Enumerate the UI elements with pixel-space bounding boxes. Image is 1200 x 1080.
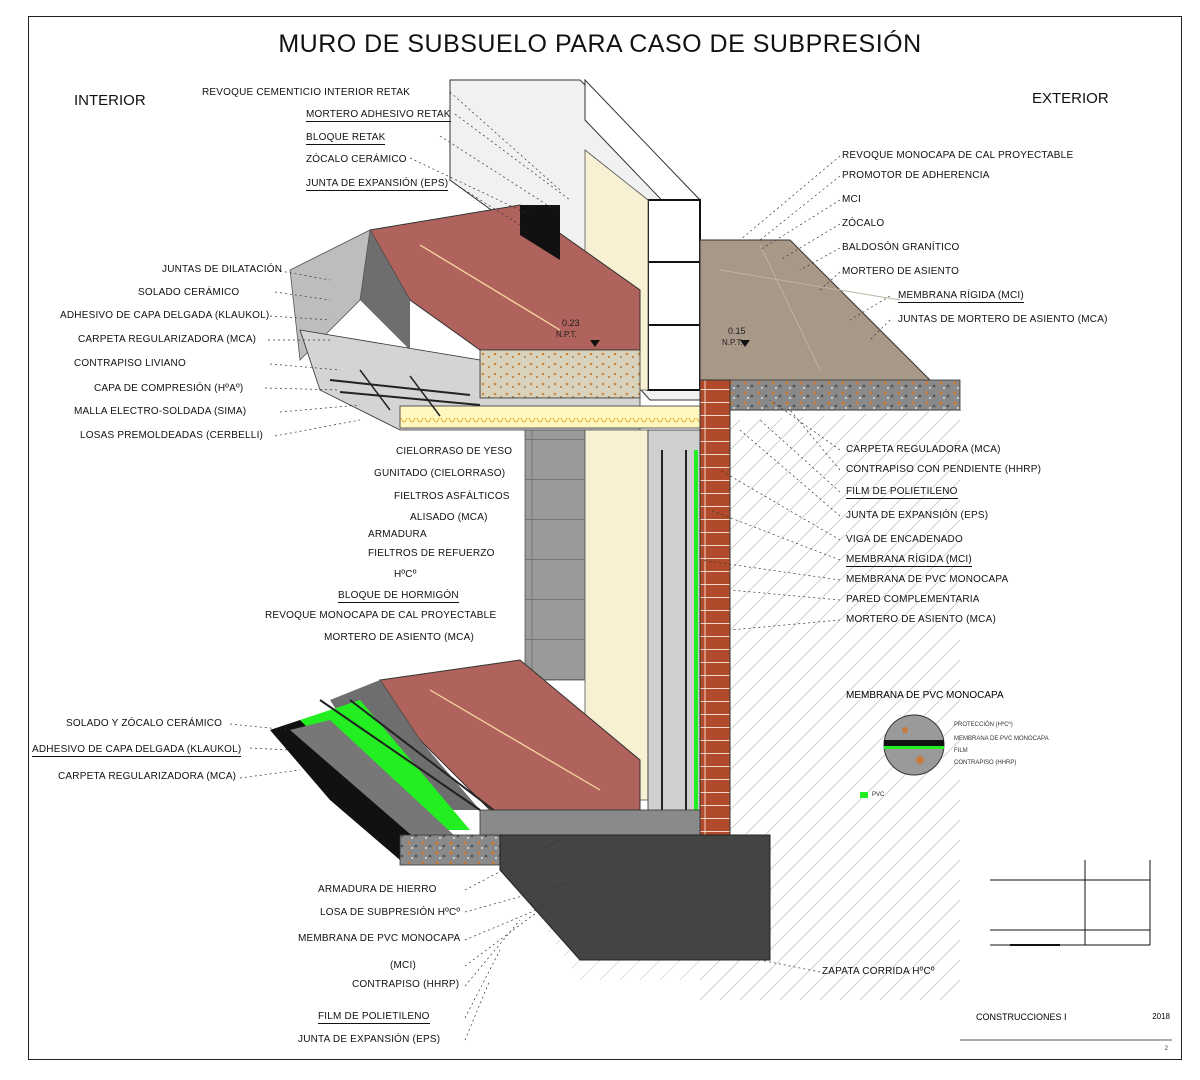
label-baldoson-granitico: BALDOSÓN GRANÍTICO — [842, 242, 960, 253]
legend-item-membrana: MEMBRANA DE PVC MONOCAPA — [954, 736, 1049, 742]
label-junta-expansion-bottom: JUNTA DE EXPANSIÓN (EPS) — [298, 1034, 441, 1045]
label-malla-electrosoldada: MALLA ELECTRO-SOLDADA (SIMA) — [74, 406, 247, 417]
label-carpeta-reguladora-ext: CARPETA REGULADORA (MCA) — [846, 444, 1001, 455]
label-revoque-monocapa-int: REVOQUE MONOCAPA DE CAL PROYECTABLE — [265, 610, 497, 621]
label-junta-expansion-top: JUNTA DE EXPANSIÓN (EPS) — [306, 178, 449, 191]
label-mci-top: MCI — [842, 194, 861, 205]
title-block-year: 2018 — [1152, 1012, 1170, 1021]
label-membrana-pvc-ext: MEMBRANA DE PVC MONOCAPA — [846, 574, 1009, 585]
label-contrapiso-liviano: CONTRAPISO LIVIANO — [74, 358, 186, 369]
label-bloque-retak: BLOQUE RETAK — [306, 132, 386, 145]
label-armadura-hierro: ARMADURA DE HIERRO — [318, 884, 437, 895]
label-zocalo-ext: ZÓCALO — [842, 218, 885, 229]
label-losas-premoldeadas: LOSAS PREMOLDEADAS (CERBELLI) — [80, 430, 264, 441]
label-carpeta-regularizadora: CARPETA REGULARIZADORA (MCA) — [78, 334, 257, 345]
label-film-polietileno-bottom: FILM DE POLIETILENO — [318, 1011, 430, 1024]
label-mortero-asiento-ext2: MORTERO DE ASIENTO (MCA) — [846, 614, 997, 625]
label-capa-compresion: CAPA DE COMPRESIÓN (HºAº) — [94, 383, 244, 394]
legend-item-proteccion: PROTECCIÓN (HºCº) — [954, 722, 1013, 728]
level-interior: 0.23 — [562, 318, 580, 328]
label-adhesivo-bottom: ADHESIVO DE CAPA DELGADA (KLAUKOL) — [32, 744, 242, 757]
drawing-title: MURO DE SUBSUELO PARA CASO DE SUBPRESIÓN — [278, 30, 922, 58]
level-exterior-sub: N.P.T. — [722, 338, 743, 347]
interior-label: INTERIOR — [74, 92, 146, 109]
label-alisado: ALISADO (MCA) — [410, 512, 488, 523]
label-pared-complementaria: PARED COMPLEMENTARIA — [846, 594, 980, 605]
exterior-label: EXTERIOR — [1032, 90, 1109, 107]
legend-item-contrapiso: CONTRAPISO (HHRP) — [954, 760, 1017, 766]
label-film-polietileno-ext: FILM DE POLIETILENO — [846, 486, 958, 499]
label-adhesivo-capa-delgada: ADHESIVO DE CAPA DELGADA (KLAUKOL) — [60, 310, 270, 321]
legend-title: MEMBRANA DE PVC MONOCAPA — [846, 690, 1004, 701]
title-block-course: CONSTRUCCIONES I — [976, 1012, 1067, 1022]
label-promotor-adherencia: PROMOTOR DE ADHERENCIA — [842, 170, 990, 181]
title-block: CONSTRUCCIONES I 2018 2 — [968, 1010, 1176, 1056]
label-mci-bottom: (MCI) — [390, 960, 416, 971]
label-solado-ceramico: SOLADO CERÁMICO — [138, 287, 240, 298]
label-solado-zocalo: SOLADO Y ZÓCALO CERÁMICO — [66, 718, 223, 729]
label-zapata-corrida: ZAPATA CORRIDA HºCº — [822, 966, 935, 977]
legend-pvc-color-label: PVC — [872, 792, 885, 798]
label-revoque-interior: REVOQUE CEMENTICIO INTERIOR RETAK — [202, 87, 411, 98]
label-juntas-dilatacion: JUNTAS DE DILATACIÓN — [162, 264, 283, 275]
label-membrana-rigida-top: MEMBRANA RÍGIDA (MCI) — [898, 290, 1024, 303]
sheet-frame — [28, 16, 1182, 1060]
label-mortero-adhesivo: MORTERO ADHESIVO RETAK — [306, 109, 451, 122]
label-cielorraso-yeso: CIELORRASO DE YESO — [396, 446, 513, 457]
label-fieltros-refuerzo: FIELTROS DE REFUERZO — [368, 548, 495, 559]
label-revoque-monocapa-ext: REVOQUE MONOCAPA DE CAL PROYECTABLE — [842, 150, 1074, 161]
label-membrana-pvc-bottom: MEMBRANA DE PVC MONOCAPA — [298, 933, 461, 944]
label-bloque-hormigon: BLOQUE DE HORMIGÓN — [338, 590, 459, 603]
label-carpeta-bottom: CARPETA REGULARIZADORA (MCA) — [58, 771, 237, 782]
label-losa-subpresion: LOSA DE SUBPRESIÓN HºCº — [320, 907, 461, 918]
label-hc: HºCº — [394, 569, 417, 580]
level-interior-sub: N.P.T. — [556, 330, 577, 339]
label-gunitado: GUNITADO (CIELORRASO) — [374, 468, 506, 479]
label-membrana-rigida-mid: MEMBRANA RÍGIDA (MCI) — [846, 554, 972, 567]
label-juntas-mortero: JUNTAS DE MORTERO DE ASIENTO (MCA) — [898, 314, 1108, 325]
label-zocalo-ceramico: ZÓCALO CERÁMICO — [306, 154, 407, 165]
level-exterior: 0.15 — [728, 326, 746, 336]
label-contrapiso-bottom: CONTRAPISO (HHRP) — [352, 979, 460, 990]
title-block-sheet: 2 — [1164, 1046, 1168, 1052]
label-mortero-asiento-ext: MORTERO DE ASIENTO — [842, 266, 960, 277]
label-viga-encadenado: VIGA DE ENCADENADO — [846, 534, 963, 545]
label-junta-expansion-ext: JUNTA DE EXPANSIÓN (EPS) — [846, 510, 989, 521]
label-fieltros-asfalticos: FIELTROS ASFÁLTICOS — [394, 491, 510, 502]
label-mortero-asiento-int: MORTERO DE ASIENTO (MCA) — [324, 632, 475, 643]
legend-item-film: FILM — [954, 748, 968, 754]
label-contrapiso-pendiente: CONTRAPISO CON PENDIENTE (HHRP) — [846, 464, 1042, 475]
label-armadura: ARMADURA — [368, 529, 427, 540]
